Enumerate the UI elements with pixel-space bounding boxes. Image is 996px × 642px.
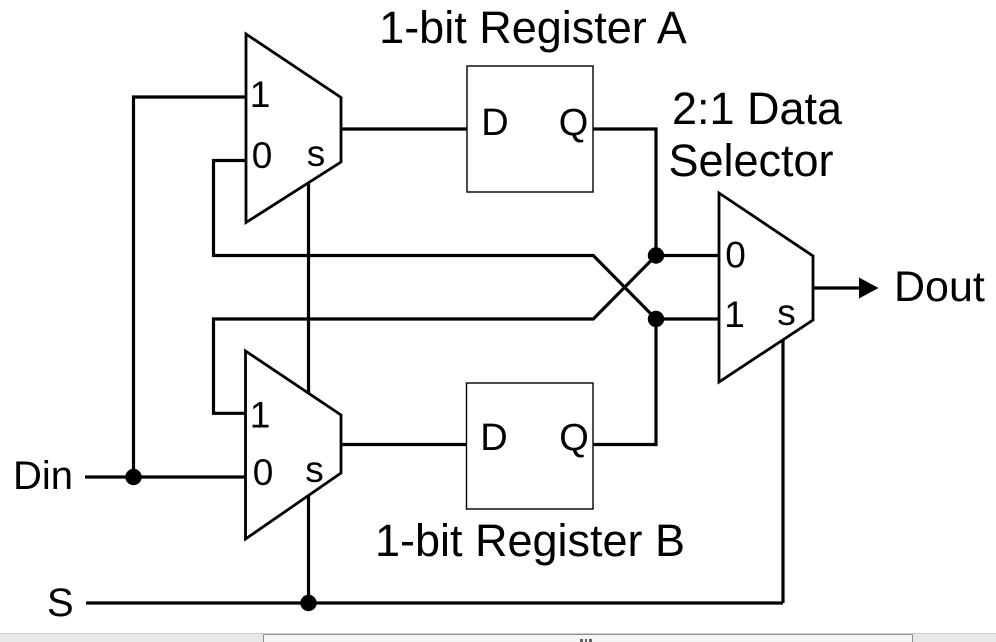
register-b-box — [465, 382, 594, 510]
data-selector-select-label: s — [777, 292, 796, 333]
register-a-d-label: D — [481, 102, 508, 144]
wire-mux-top-input0-feedback — [211, 158, 658, 321]
data-selector-title-line2: Selector — [668, 135, 833, 186]
data-selector-shape — [717, 190, 815, 385]
mux-shapes — [244, 31, 815, 542]
mux-bottom-input0-label: 0 — [253, 452, 274, 493]
register-a-box — [466, 65, 594, 193]
junction-regb-q — [647, 310, 665, 328]
mux-top-shape — [244, 31, 343, 226]
mux-top-input1-label: 1 — [250, 74, 271, 115]
horizontal-scrollbar-thumb[interactable] — [263, 634, 913, 642]
wires — [85, 95, 859, 605]
select-label: S — [47, 581, 74, 625]
register-a-q-label: Q — [559, 102, 589, 144]
din-label: Din — [13, 454, 73, 498]
mux-bottom-select-label: s — [305, 449, 324, 490]
scrollbar-grip-dots-icon — [580, 639, 592, 642]
register-b-title: 1-bit Register B — [375, 515, 685, 566]
wire-mux-bottom-input1-feedback — [211, 254, 658, 415]
register-b-d-label: D — [480, 417, 507, 459]
junction-select-bus — [300, 594, 317, 612]
data-selector-input0-label: 0 — [725, 235, 746, 276]
mux-top-select-label: s — [307, 133, 326, 174]
register-b-q-label: Q — [559, 417, 589, 459]
mux-bottom-shape — [244, 348, 343, 542]
wire-regb-q — [593, 319, 658, 447]
mux-top-input0-label: 0 — [252, 135, 273, 176]
register-boxes — [465, 65, 594, 510]
wire-rega-q — [593, 127, 658, 256]
dout-arrowhead-icon — [859, 277, 879, 299]
junction-din — [125, 468, 142, 486]
dout-label: Dout — [894, 263, 985, 311]
mux-bottom-input1-label: 1 — [250, 395, 271, 436]
data-selector-input1-label: 1 — [724, 294, 745, 335]
junction-rega-q — [647, 247, 665, 264]
wire-din-to-mux-top-input1 — [131, 95, 246, 477]
register-a-title: 1-bit Register A — [379, 2, 687, 53]
data-selector-title-line1: 2:1 Data — [672, 83, 843, 134]
junction-dots — [125, 247, 665, 612]
horizontal-scrollbar-track[interactable] — [0, 633, 996, 642]
